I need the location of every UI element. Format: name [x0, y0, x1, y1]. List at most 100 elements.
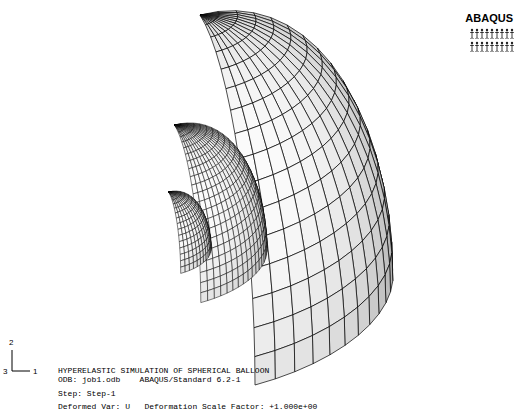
logo-head: [471, 29, 473, 31]
logo-body: [475, 45, 479, 53]
mesh-element: [201, 291, 208, 303]
deformation-info: Deformed Var: U Deformation Scale Factor…: [58, 402, 317, 411]
logo-body: [490, 45, 494, 53]
logo-head: [471, 42, 473, 44]
logo-body: [500, 45, 504, 53]
mesh-element: [203, 254, 206, 262]
logo-head: [501, 42, 503, 44]
logo-body: [495, 45, 499, 53]
logo-figures: [470, 29, 514, 52]
mesh-element: [200, 11, 219, 15]
mesh-element: [169, 192, 173, 193]
balloon-octant: [200, 11, 393, 385]
mesh-element: [200, 12, 219, 15]
mesh-element: [227, 280, 233, 293]
mesh-element: [248, 267, 252, 280]
mesh-element: [178, 128, 182, 132]
balloon-octant: [174, 123, 267, 303]
mesh-element: [221, 283, 227, 296]
mesh-element: [185, 264, 189, 272]
mesh-element: [243, 271, 248, 284]
mesh-element: [174, 124, 180, 125]
logo-head: [496, 29, 498, 31]
mesh-element: [178, 127, 183, 130]
mesh-element: [181, 131, 186, 136]
logo-body: [485, 32, 489, 40]
mesh-element: [238, 274, 243, 287]
mesh-element: [312, 327, 329, 364]
axis-label: 3: [3, 367, 7, 376]
mesh-element: [197, 258, 200, 266]
logo-head: [476, 29, 478, 31]
mesh-element: [174, 125, 177, 128]
logo-head: [511, 29, 513, 31]
mesh-element: [214, 286, 221, 298]
mesh-element: [344, 307, 358, 345]
logo-text: ABAQUS: [465, 12, 513, 24]
logo-body: [500, 32, 504, 40]
logo-head: [476, 42, 478, 44]
mesh-element: [193, 261, 197, 269]
mesh-element: [329, 317, 345, 355]
balloon-octant: [169, 191, 211, 273]
mesh-element: [187, 122, 194, 124]
logo-head: [491, 29, 493, 31]
mesh-element: [252, 264, 256, 277]
mesh-element: [236, 61, 253, 82]
mesh-element: [200, 15, 213, 23]
mesh-element: [218, 33, 232, 48]
mesh-element: [256, 260, 259, 273]
logo-body: [505, 32, 509, 40]
mesh-element: [208, 288, 215, 300]
logo-body: [470, 45, 474, 53]
axis-label: 1: [33, 367, 37, 376]
mesh-element: [174, 125, 179, 127]
file-info: ODB: job1.odb ABAQUS/Standard 6.2-1: [58, 375, 240, 384]
mesh-element: [182, 130, 187, 134]
logo-head: [501, 29, 503, 31]
logo-head: [496, 42, 498, 44]
step-info: Step: Step-1: [58, 389, 116, 398]
mesh-element: [228, 46, 244, 64]
logo-head: [486, 29, 488, 31]
mesh-element: [174, 125, 179, 127]
logo-body: [505, 45, 509, 53]
logo-head: [506, 42, 508, 44]
mesh-element: [173, 191, 177, 193]
mesh-element: [200, 15, 211, 23]
logo-body: [495, 32, 499, 40]
axis-triad: [12, 350, 30, 371]
mesh-element: [169, 192, 172, 193]
mesh-element: [259, 257, 262, 270]
logo-head: [481, 29, 483, 31]
mesh-element: [177, 128, 181, 132]
mesh-element: [174, 125, 178, 128]
logo-head: [491, 42, 493, 44]
mesh-element: [200, 256, 203, 264]
mesh-element: [209, 23, 222, 35]
logo-head: [486, 42, 488, 44]
mesh-element: [174, 125, 178, 128]
mesh-element: [174, 124, 181, 125]
logo-body: [510, 32, 514, 40]
mesh-element: [358, 297, 370, 336]
logo-body: [510, 45, 514, 53]
mesh-element: [169, 192, 172, 193]
mesh-element: [173, 191, 177, 192]
mesh-element: [275, 343, 295, 378]
mesh-element: [181, 266, 186, 274]
logo-body: [490, 32, 494, 40]
mesh-element: [191, 145, 197, 152]
logo-body: [480, 45, 484, 53]
mesh-element: [187, 139, 192, 145]
mesh-element: [181, 123, 188, 125]
logo-body: [480, 32, 484, 40]
logo-head: [511, 42, 513, 44]
mesh-element: [181, 123, 188, 125]
logo-body: [485, 45, 489, 53]
logo-body: [475, 32, 479, 40]
logo-head: [506, 29, 508, 31]
mesh-element: [189, 263, 193, 271]
